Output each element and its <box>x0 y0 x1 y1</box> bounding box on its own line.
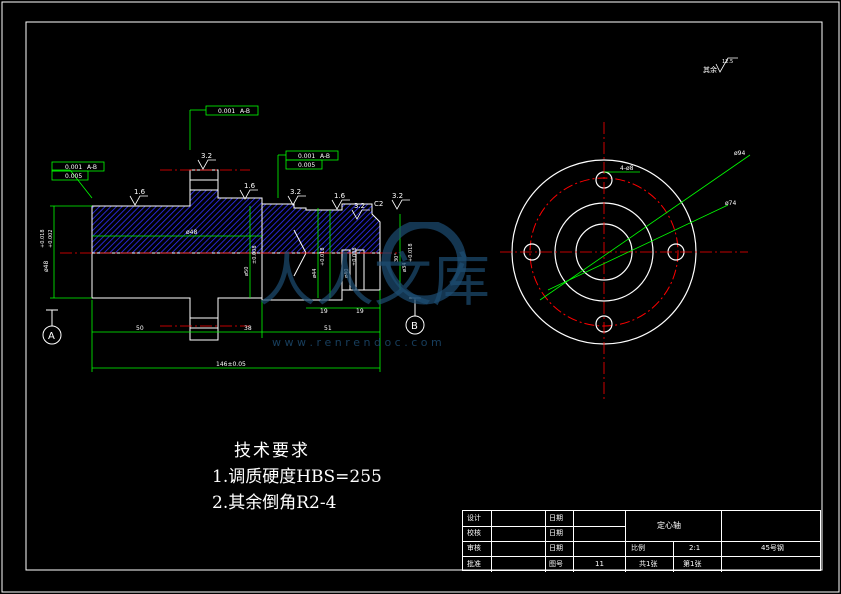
dim-len-19: 19 <box>320 308 328 315</box>
dim-d-right: ø34 <box>402 263 408 272</box>
tech-requirement-1: 1.调质硬度HBS=255 <box>212 467 382 487</box>
dim-d-left-tol-upper: +0.018 <box>40 229 46 248</box>
dim-d-mid3: ø40 <box>344 269 350 278</box>
roughness-label-4: 3.2 <box>290 188 301 196</box>
tb-material: 45号钢 <box>761 544 784 552</box>
roughness-label-3: 1.6 <box>244 182 256 190</box>
tolerance-frame-5-value: 0.005 <box>298 162 315 169</box>
dim-d-right-tol: +0.018 <box>408 243 414 262</box>
tb-drawing-no-label: 图号 <box>549 560 563 568</box>
tolerance-frame-1-datum: A-B <box>87 164 97 171</box>
dim-len-51: 51 <box>324 325 332 332</box>
tb-approve-label: 批准 <box>467 560 481 568</box>
tolerance-frame-2-value: 0.005 <box>65 173 82 180</box>
dim-d-mid2: ø44 <box>312 269 318 278</box>
tb-check-label: 校核 <box>467 529 481 537</box>
dim-len-38: 38 <box>244 325 252 332</box>
tolerance-frame-4-value: 0.001 <box>298 153 315 160</box>
datum-b-label: B <box>411 321 418 332</box>
tb-scale: 2:1 <box>689 544 701 552</box>
tb-scale-label: 比例 <box>631 544 645 552</box>
tb-date-label-3: 日期 <box>549 544 563 552</box>
tb-part-name: 定心轴 <box>657 521 681 530</box>
dim-d-mid-tol: ±0.008 <box>252 245 258 264</box>
tolerance-frame-1: 0.001 A-B 0.005 <box>51 161 105 181</box>
dim-d-left-tol-lower: +0.002 <box>48 229 54 248</box>
tech-requirements: 技术要求 1.调质硬度HBS=255 2.其余倒角R2-4 <box>212 438 382 516</box>
dim-d-94: ø94 <box>734 150 745 157</box>
dim-len-19b: 19 <box>356 308 364 315</box>
datum-b: B <box>405 297 425 335</box>
tech-requirements-title: 技术要求 <box>234 441 310 461</box>
shaft-side-view <box>60 169 400 341</box>
dim-len-50: 50 <box>136 325 144 332</box>
roughness-label-1: 1.6 <box>134 188 146 196</box>
roughness-marks <box>129 159 410 220</box>
roughness-label-7: 3.2 <box>392 192 403 200</box>
dim-d-mid2-tol: +0.018 <box>320 247 326 266</box>
flange-end-view: ø94 ø74 4-ø8 <box>500 122 751 400</box>
roughness-other-note: 其余 12.5 <box>703 57 738 74</box>
tolerance-frame-4-datum: A-B <box>320 153 330 160</box>
roughness-label-2: 3.2 <box>201 152 212 160</box>
roughness-label-5: 1.6 <box>334 192 346 200</box>
dim-d-74: ø74 <box>725 200 736 207</box>
tb-date-label-1: 日期 <box>549 514 563 522</box>
tb-review-label: 审核 <box>467 544 481 552</box>
dim-d-left: ø48 <box>43 261 50 272</box>
datum-a: A <box>42 309 62 345</box>
tb-design-label: 设计 <box>467 514 481 522</box>
roughness-label-6: 3.2 <box>354 202 365 210</box>
dim-d-main: ø48 <box>186 229 197 236</box>
tolerance-frame-1-value: 0.001 <box>65 164 82 171</box>
tb-sheets-total: 共1张 <box>639 560 658 568</box>
datum-a-label: A <box>48 331 55 342</box>
tb-drawing-no: 11 <box>595 560 604 568</box>
tech-requirement-2: 2.其余倒角R2-4 <box>212 493 337 513</box>
dim-d-mid3-tol: ±0.008 <box>352 247 358 266</box>
tolerance-frame-4: 0.001 A-B 0.005 <box>285 150 339 170</box>
roughness-other-label: 其余 <box>703 65 717 74</box>
roughness-symbol-icon <box>715 57 738 73</box>
tolerance-frame-3-value: 0.001 <box>218 108 235 115</box>
chamfer-label: C2 <box>374 200 383 208</box>
dim-holes: 4-ø8 <box>620 165 634 172</box>
title-block: 设计 校核 审核 批准 日期 日期 日期 图号 11 定心轴 比例 2:1 45… <box>462 510 821 572</box>
tolerance-frame-3-datum: A-B <box>240 108 250 115</box>
tb-sheet-no: 第1张 <box>683 560 702 568</box>
dim-len-total: 146±0.05 <box>216 361 246 368</box>
roughness-other-value: 12.5 <box>722 59 733 65</box>
inner-frame <box>25 21 823 571</box>
dim-angle: 30° <box>394 253 400 262</box>
shaft-dimensions <box>50 109 401 372</box>
tb-date-label-2: 日期 <box>549 529 563 537</box>
dim-d-mid: ø50 <box>244 267 250 276</box>
tolerance-frame-3: 0.001 A-B <box>205 105 259 116</box>
